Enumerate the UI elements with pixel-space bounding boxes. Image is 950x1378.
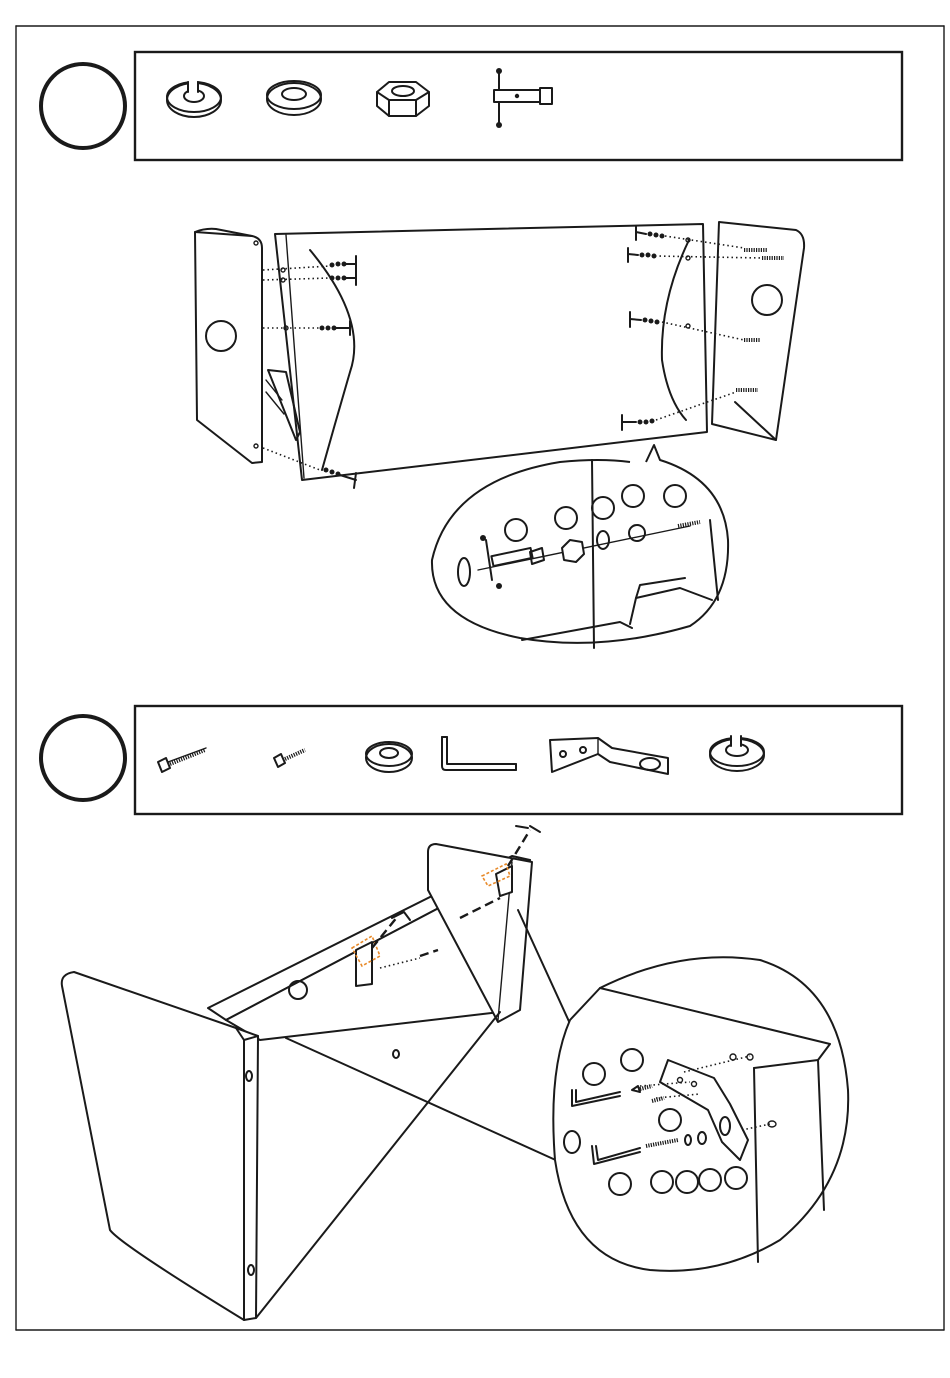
step-2-number-circle	[41, 716, 125, 800]
flat-washer-icon-2	[366, 742, 412, 772]
spring-washer-icon	[167, 80, 221, 117]
step-2-assembly-drawing	[62, 826, 848, 1320]
right-side-panel	[712, 222, 804, 440]
tubular-wrench-icon	[494, 68, 552, 128]
flat-washer-icon	[267, 81, 321, 115]
left-side-panel	[195, 229, 262, 463]
spring-washer-icon-2	[710, 734, 764, 771]
step-2-detail-callout	[553, 957, 848, 1271]
front-side-panel	[62, 972, 258, 1320]
step-1-number-circle	[41, 64, 125, 148]
step-1-assembly-drawing	[195, 222, 804, 648]
step-1-detail-callout	[432, 445, 728, 648]
corner-bracket-icon	[550, 738, 668, 774]
allen-key-icon	[442, 737, 516, 770]
short-bolt-icon	[274, 750, 305, 767]
long-bolt-icon	[158, 748, 206, 772]
hex-nut-icon	[377, 82, 429, 116]
step-2-parts-panel	[135, 706, 902, 814]
back-panel	[266, 224, 707, 480]
step-1-parts-panel	[135, 52, 902, 160]
